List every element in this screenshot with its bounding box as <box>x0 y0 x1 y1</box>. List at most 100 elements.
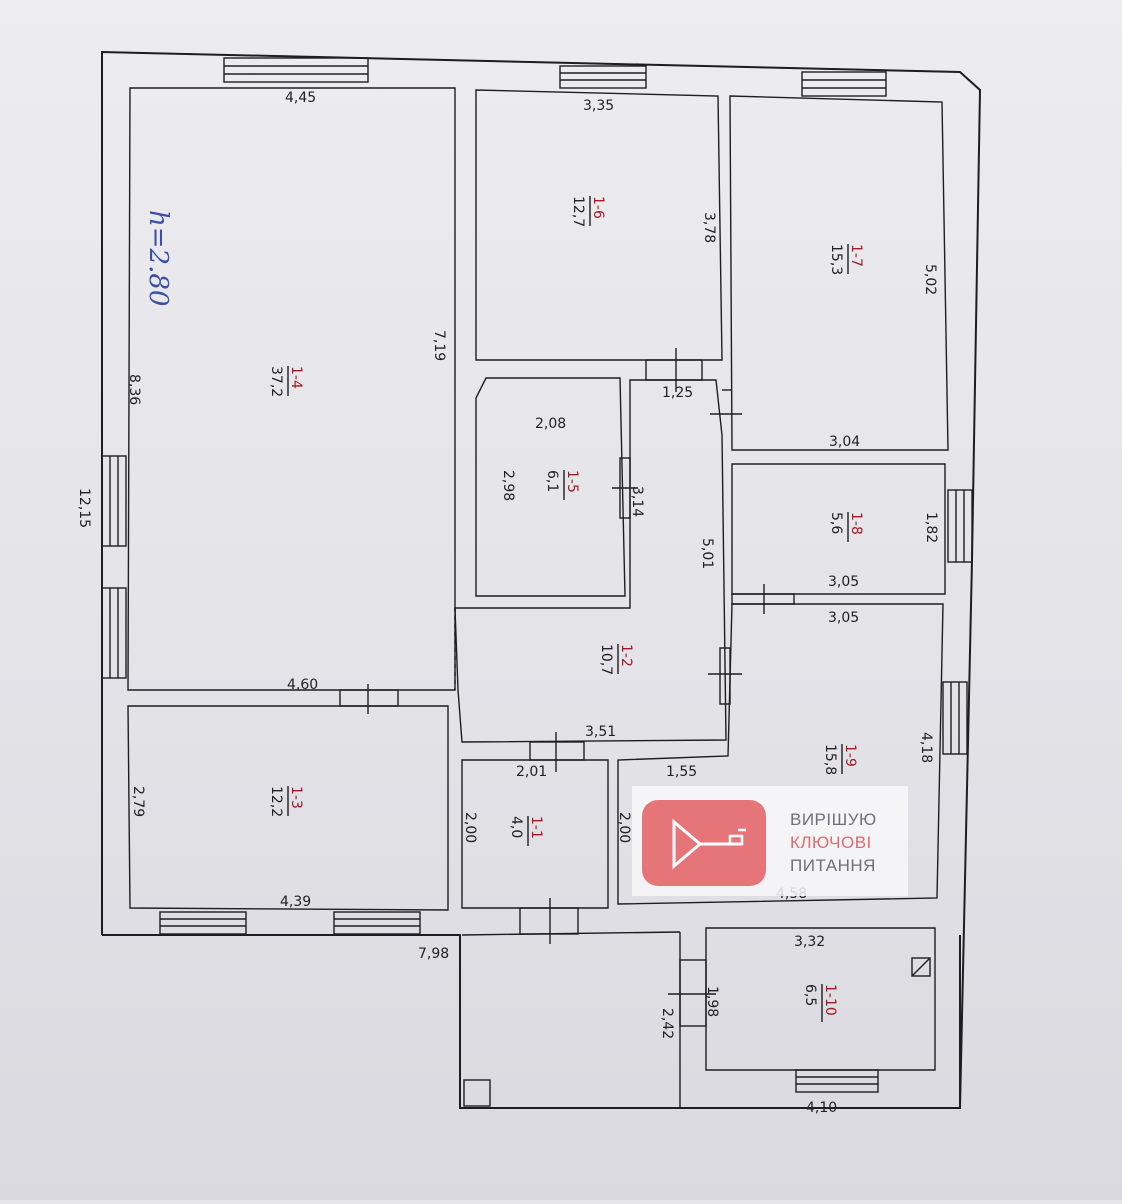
watermark-text: ВИРІШУЮ КЛЮЧОВІ ПИТАННЯ <box>790 808 877 877</box>
dim-4-10: 4,10 <box>806 1100 837 1116</box>
dim-2-00-right: 2,00 <box>616 812 632 843</box>
door-1-8 <box>731 584 795 614</box>
door-1-1 <box>529 732 585 772</box>
room-label-1-5: 1-5 6,1 <box>544 470 580 500</box>
svg-text:12,7: 12,7 <box>570 196 586 227</box>
dim-4-45: 4,45 <box>285 90 316 106</box>
dim-2-42: 2,42 <box>659 1008 675 1039</box>
room-1-6-outline <box>475 89 723 361</box>
svg-text:4,0: 4,0 <box>508 816 524 838</box>
svg-text:37,2: 37,2 <box>268 366 284 397</box>
svg-text:1-8: 1-8 <box>848 512 864 535</box>
dim-1-55: 1,55 <box>666 764 697 780</box>
svg-text:1-7: 1-7 <box>848 244 864 267</box>
dim-7-98: 7,98 <box>418 946 449 962</box>
room-1-5-outline <box>475 377 626 597</box>
dim-4-39: 4,39 <box>280 894 311 910</box>
svg-text:6,1: 6,1 <box>544 470 560 492</box>
room-1-4-outline <box>127 87 456 691</box>
dim-4-60: 4,60 <box>287 677 318 693</box>
dim-3-05-lower: 3,05 <box>828 610 859 626</box>
room-label-1-3: 1-3 12,2 <box>268 786 304 817</box>
dim-2-00-left: 2,00 <box>462 812 478 843</box>
door-bottom-hall <box>519 898 579 944</box>
door-1-9 <box>708 647 742 705</box>
svg-text:1-10: 1-10 <box>822 984 838 1016</box>
dim-5-01: 5,01 <box>699 538 715 569</box>
door-1-7 <box>710 389 742 415</box>
watermark-line-2: КЛЮЧОВІ <box>790 833 872 852</box>
svg-text:1-4: 1-4 <box>288 366 304 389</box>
window-top-middle <box>559 65 647 89</box>
window-left-lower <box>101 587 127 679</box>
room-labels: 1-4 37,2 1-6 12,7 1-7 15,3 1-5 6,1 1-8 5… <box>268 196 864 1022</box>
dim-2-79: 2,79 <box>130 786 146 817</box>
svg-text:1-1: 1-1 <box>528 816 544 839</box>
corner-fixture <box>463 1079 491 1107</box>
room-1-9-outline <box>617 603 944 905</box>
door-1-4 <box>339 684 399 714</box>
window-left-upper <box>101 455 127 547</box>
dim-3-32: 3,32 <box>794 934 825 950</box>
window-top-right <box>801 71 887 97</box>
svg-text:1-6: 1-6 <box>590 196 606 219</box>
room-1-7-outline <box>729 95 949 451</box>
dim-3-04: 3,04 <box>829 434 860 450</box>
room-label-1-2: 1-2 10,7 <box>598 644 634 675</box>
room-label-1-9: 1-9 15,8 <box>822 744 858 775</box>
room-label-1-4: 1-4 37,2 <box>268 366 304 397</box>
svg-text:5,6: 5,6 <box>828 512 844 534</box>
windows <box>101 57 973 1093</box>
dim-3-35: 3,35 <box>583 98 614 114</box>
dim-3-14: 3,14 <box>629 486 645 517</box>
room-label-1-1: 1-1 4,0 <box>508 816 544 846</box>
door-1-6 <box>645 348 703 392</box>
dim-3-78: 3,78 <box>701 212 717 243</box>
dim-3-51: 3,51 <box>585 724 616 740</box>
key-icon <box>642 800 766 886</box>
window-right-lower <box>942 681 968 755</box>
dim-1-25: 1,25 <box>662 385 693 401</box>
dim-3-05-upper: 3,05 <box>828 574 859 590</box>
svg-text:1-9: 1-9 <box>842 744 858 767</box>
dim-8-36: 8,36 <box>126 374 142 405</box>
door-1-10 <box>668 959 716 1027</box>
dim-2-08: 2,08 <box>535 416 566 432</box>
watermark: ВИРІШУЮ КЛЮЧОВІ ПИТАННЯ <box>632 786 908 896</box>
ceiling-height-note: h=2.80 <box>143 210 173 306</box>
svg-text:6,5: 6,5 <box>802 984 818 1006</box>
doors <box>339 348 931 1027</box>
dim-2-01: 2,01 <box>516 764 547 780</box>
window-bottom-right <box>795 1069 879 1093</box>
watermark-line-1: ВИРІШУЮ <box>790 810 877 829</box>
dim-12-15: 12,15 <box>76 488 92 528</box>
svg-text:10,7: 10,7 <box>598 644 614 675</box>
vent-icon <box>911 957 931 977</box>
dim-2-98: 2,98 <box>500 470 516 501</box>
dim-1-82: 1,82 <box>923 512 939 543</box>
room-label-1-8: 1-8 5,6 <box>828 512 864 542</box>
room-1-8-outline <box>731 463 946 595</box>
svg-text:1-5: 1-5 <box>564 470 580 493</box>
dim-4-18: 4,18 <box>918 732 934 763</box>
room-label-1-10: 1-10 6,5 <box>802 984 838 1022</box>
room-label-1-7: 1-7 15,3 <box>828 244 864 275</box>
room-label-1-6: 1-6 12,7 <box>570 196 606 227</box>
window-bottom-left-1 <box>159 911 247 935</box>
svg-text:15,3: 15,3 <box>828 244 844 275</box>
svg-text:15,8: 15,8 <box>822 744 838 775</box>
window-bottom-left-2 <box>333 911 421 935</box>
dimension-labels: 4,45 3,35 3,78 5,02 7,19 8,36 12,15 1,25… <box>76 90 939 1116</box>
svg-text:1-2: 1-2 <box>618 644 634 667</box>
door-1-5 <box>612 457 638 519</box>
outer-walls <box>101 50 982 1109</box>
dim-7-19: 7,19 <box>431 330 447 361</box>
window-top-left <box>223 57 369 83</box>
room-outlines <box>127 87 949 1108</box>
svg-text:12,2: 12,2 <box>268 786 284 817</box>
dim-1-98: 1,98 <box>704 986 720 1017</box>
dim-5-02: 5,02 <box>922 264 938 295</box>
watermark-line-3: ПИТАННЯ <box>790 856 876 875</box>
